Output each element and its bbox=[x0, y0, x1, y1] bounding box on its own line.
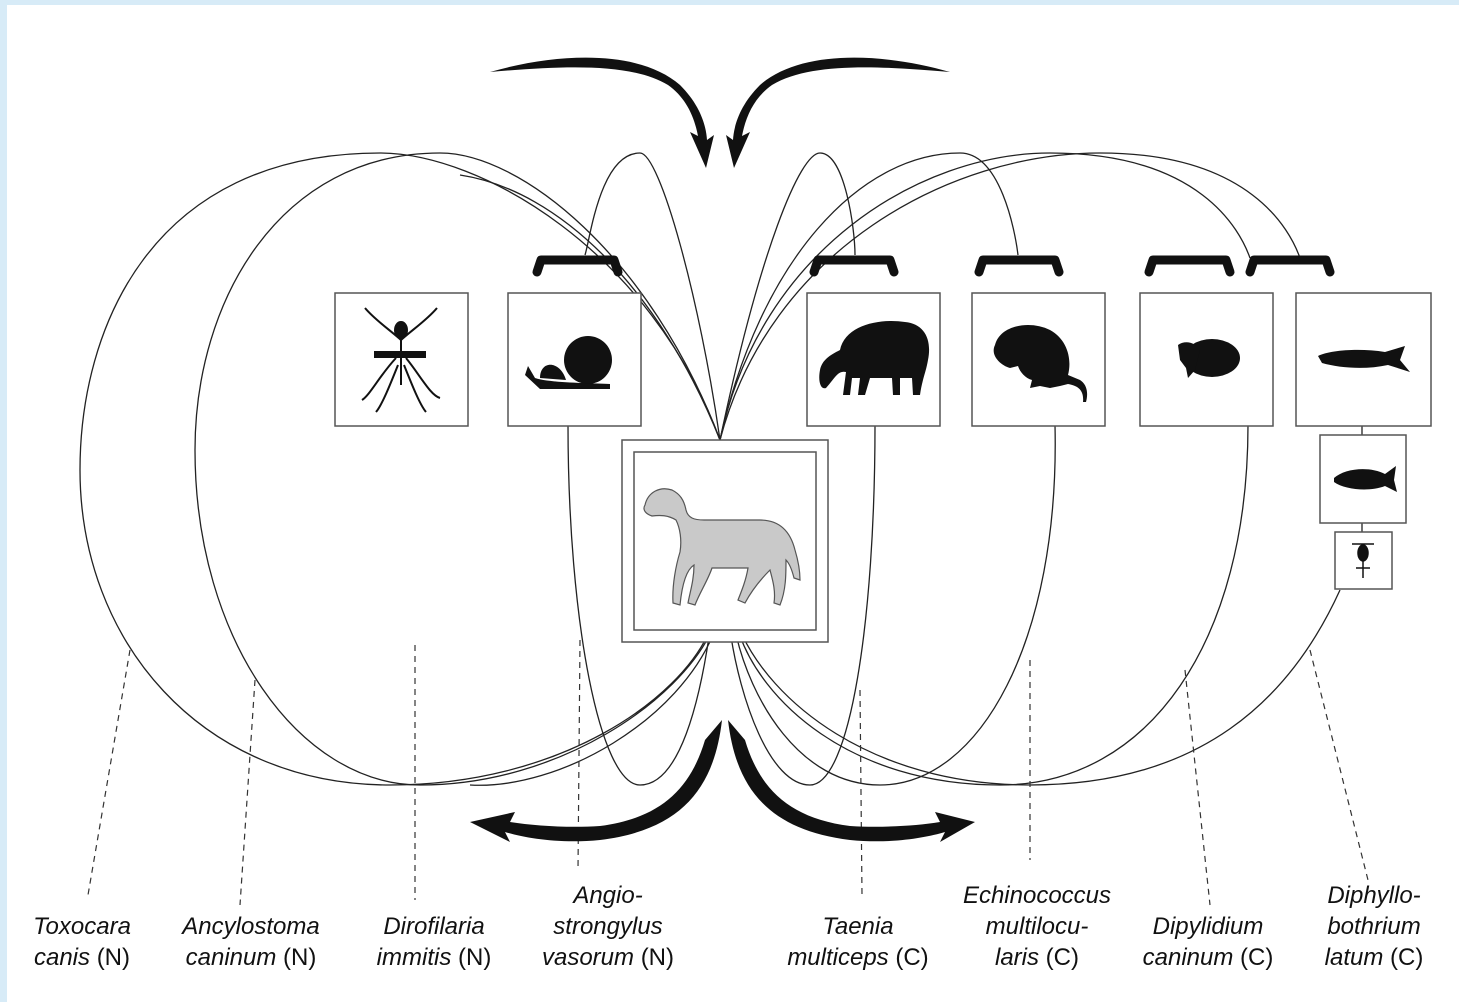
label-taenia-species: multiceps bbox=[787, 944, 888, 971]
bracket-snail bbox=[537, 260, 618, 272]
label-diphyllobothrium-part2: bothrium bbox=[1327, 913, 1420, 940]
label-toxocara-genus: Toxocara bbox=[33, 913, 131, 940]
label-leaders bbox=[88, 640, 1368, 905]
label-ancylostoma: Ancylostoma caninum (N) bbox=[158, 911, 344, 973]
bracket-pike bbox=[1250, 260, 1330, 272]
label-angiostrongylus-code: (N) bbox=[641, 944, 674, 971]
arrow-top-left bbox=[490, 58, 714, 168]
label-echinococcus: Echinococcus multilocu- laris (C) bbox=[934, 880, 1140, 973]
label-echinococcus-part1: multilocu- bbox=[986, 913, 1089, 940]
label-angiostrongylus-species: vasorum bbox=[542, 944, 634, 971]
label-dirofilaria-code: (N) bbox=[458, 944, 491, 971]
label-diphyllobothrium: Diphyllo- bothrium latum (C) bbox=[1304, 880, 1444, 973]
label-angiostrongylus-part1: Angio- bbox=[573, 882, 642, 909]
label-echinococcus-genus: Echinococcus bbox=[963, 882, 1111, 909]
label-dipylidium-species: caninum bbox=[1143, 944, 1234, 971]
bracket-vole bbox=[979, 260, 1059, 272]
label-dipylidium-genus: Dipylidium bbox=[1153, 913, 1264, 940]
label-ancylostoma-genus: Ancylostoma bbox=[182, 913, 319, 940]
label-dirofilaria-genus: Dirofilaria bbox=[383, 913, 484, 940]
label-dirofilaria-species: immitis bbox=[377, 944, 452, 971]
brackets bbox=[537, 260, 1330, 272]
bracket-sheep bbox=[814, 260, 894, 272]
label-taenia-code: (C) bbox=[895, 944, 928, 971]
label-toxocara-code: (N) bbox=[97, 944, 130, 971]
label-toxocara: Toxocara canis (N) bbox=[12, 911, 152, 973]
label-taenia-genus: Taenia bbox=[822, 913, 893, 940]
label-dirofilaria: Dirofilaria immitis (N) bbox=[352, 911, 516, 973]
label-echinococcus-code: (C) bbox=[1046, 944, 1079, 971]
label-angiostrongylus-part2: strongylus bbox=[553, 913, 662, 940]
label-angiostrongylus: Angio- strongylus vasorum (N) bbox=[518, 880, 698, 973]
label-taenia: Taenia multiceps (C) bbox=[760, 911, 956, 973]
label-echinococcus-part2: laris bbox=[995, 944, 1039, 971]
label-ancylostoma-species: caninum bbox=[186, 944, 277, 971]
label-dipylidium-code: (C) bbox=[1240, 944, 1273, 971]
label-toxocara-species: canis bbox=[34, 944, 90, 971]
label-ancylostoma-code: (N) bbox=[283, 944, 316, 971]
label-diphyllobothrium-species: latum bbox=[1325, 944, 1384, 971]
label-diphyllobothrium-part1: Diphyllo- bbox=[1327, 882, 1420, 909]
label-dipylidium: Dipylidium caninum (C) bbox=[1116, 911, 1300, 973]
bracket-flea bbox=[1149, 260, 1230, 272]
label-diphyllobothrium-code: (C) bbox=[1390, 944, 1423, 971]
arrow-top-right bbox=[726, 58, 950, 168]
